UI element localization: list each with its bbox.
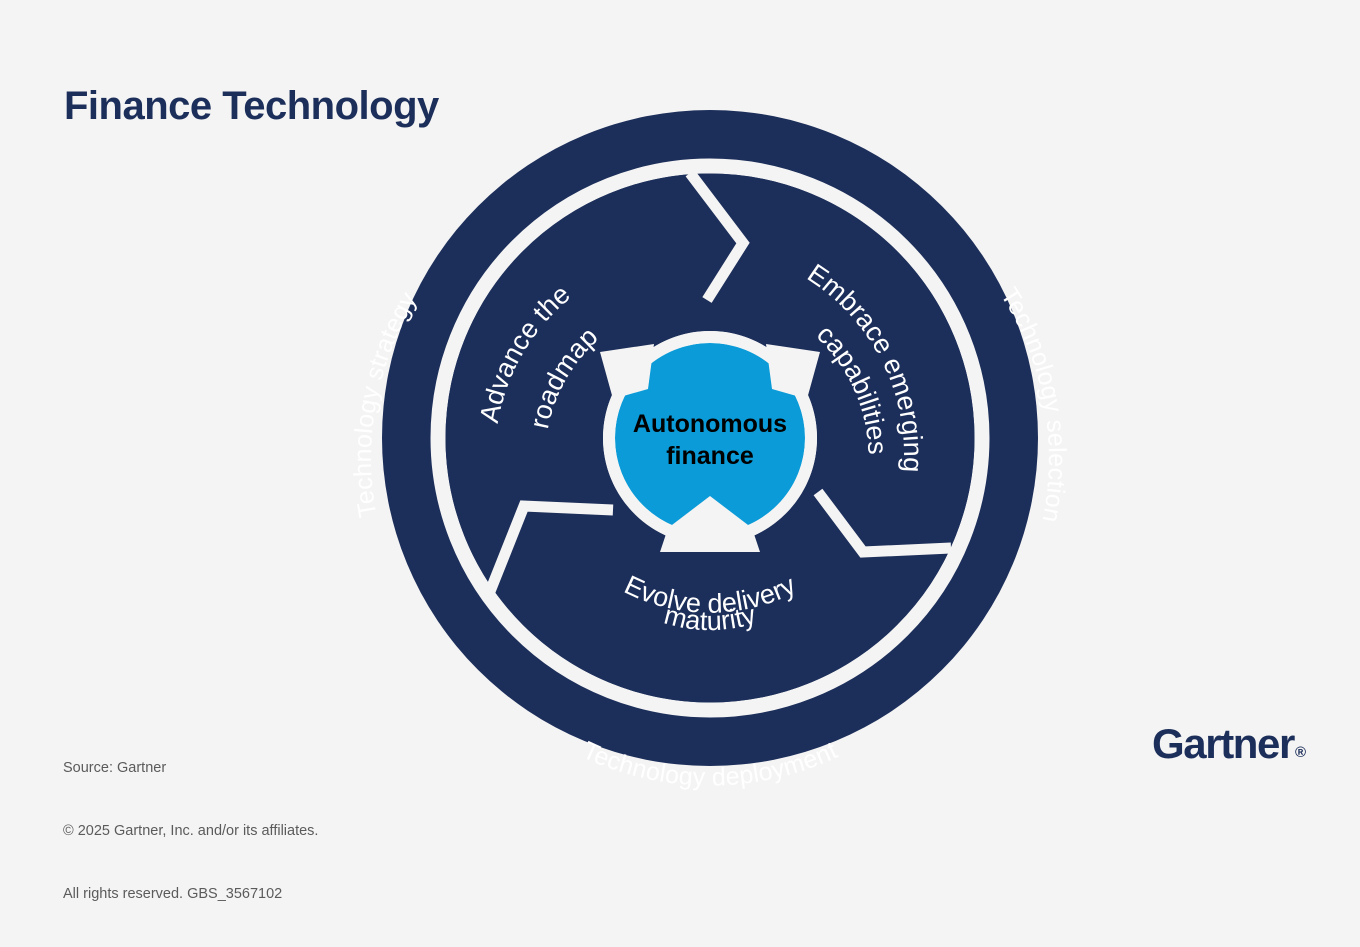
gartner-wordmark: Gartner [1152, 720, 1295, 767]
source-attribution: Source: Gartner © 2025 Gartner, Inc. and… [63, 716, 318, 947]
rights-line: All rights reserved. GBS_3567102 [63, 886, 283, 903]
divider-lower-right [813, 488, 952, 558]
wedge-dividers [483, 173, 952, 597]
diagram-svg: Autonomous finance Technology strategy T… [349, 110, 1071, 792]
ring-separator [430, 158, 990, 718]
registered-trademark-icon: ® [1294, 744, 1306, 761]
copyright-line: © 2025 Gartner, Inc. and/or its affiliat… [63, 823, 319, 840]
page-title: Finance Technology [64, 83, 439, 128]
infographic-page: Finance Technology [63, 83, 1306, 902]
gartner-logo: Gartner® [1152, 720, 1306, 767]
core-label-line1: Autonomous [633, 410, 787, 438]
core-halo-edge [603, 331, 817, 545]
source-line: Source: Gartner [63, 760, 167, 777]
core-circle [615, 343, 805, 533]
core-label-line2: finance [666, 442, 754, 470]
divider-top [685, 173, 750, 303]
finance-technology-diagram: Autonomous finance Technology strategy T… [349, 110, 1071, 792]
divider-lower-left [483, 500, 614, 597]
